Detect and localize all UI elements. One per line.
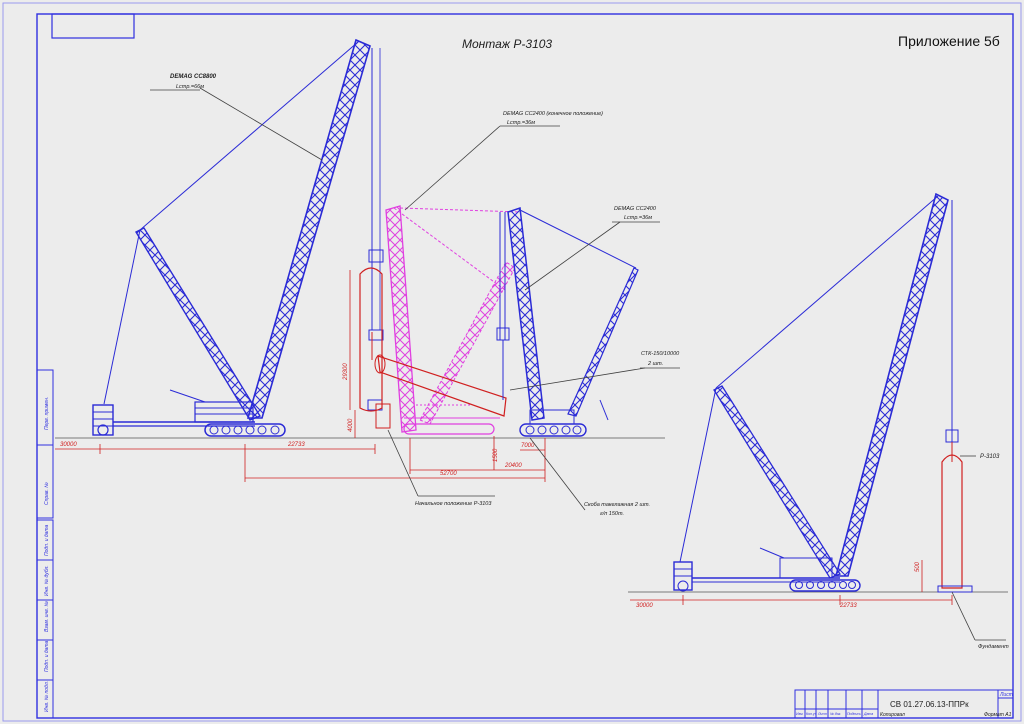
label-anchors-1: Скоба такелажная 2 шт.: [584, 502, 650, 508]
label-cc8800: DEMAG CC8800: [170, 74, 217, 80]
title-block: [794, 689, 1014, 719]
dim-52700: 52700: [440, 471, 457, 477]
label-cc2400-final-boom: Lстр.=36м: [507, 120, 535, 126]
dim-30000-right: 30000: [636, 603, 653, 609]
side-label-6: Справ. №: [44, 482, 50, 505]
dim-1500: 1500: [493, 448, 499, 462]
crane-cc2400-final: [385, 205, 521, 435]
dim-22733-right: 22733: [839, 603, 857, 609]
label-anchors-2: г/п 150т.: [600, 511, 624, 517]
label-cc8800-boom: Lстр.=66м: [176, 84, 204, 90]
label-foundation: Фундамент: [978, 644, 1009, 650]
top-left-stamp: [51, 13, 135, 39]
dim-4000: 4000: [348, 418, 354, 432]
side-label-4: Инв. № дубл.: [44, 565, 50, 596]
vessel-hoisting: [359, 267, 507, 429]
col-doc: № док.: [830, 712, 841, 716]
side-label-5: Подп. и дата: [44, 524, 50, 556]
callouts-left: [150, 87, 680, 511]
crane-cc8800: [92, 38, 384, 437]
dim-22733-left: 22733: [287, 442, 305, 448]
label-cc2400-right: DEMAG CC2400: [614, 206, 657, 212]
format-label: Формат А1: [984, 712, 1012, 718]
dim-30000-left: 30000: [60, 442, 77, 448]
side-label-7: Перв. примен.: [44, 397, 50, 430]
label-vessel: Р-3103: [980, 454, 1000, 460]
label-slings-qty: 2 шт.: [647, 361, 663, 367]
drawing-title: Монтаж Р-3103: [462, 37, 552, 51]
appendix-label: Приложение 5б: [898, 33, 1000, 49]
side-stamp: Инв. № подл. Подп. и дата Взам. инв. № И…: [36, 369, 54, 719]
side-label-1: Инв. № подл.: [44, 681, 50, 712]
vessel-installed: [921, 442, 973, 593]
callouts-right: [951, 455, 1006, 641]
crane-cc2400-right: [496, 206, 639, 437]
side-label-2: Подп. и дата: [44, 640, 50, 672]
label-initial-position: Начальное положение Р-3103: [415, 501, 492, 507]
col-kol: Кол.уч: [806, 712, 817, 716]
crane-cc8800-mounting: [673, 192, 959, 592]
inner-frame: [36, 13, 1014, 719]
dim-29300: 29300: [343, 363, 349, 381]
col-date: Дата: [863, 712, 873, 716]
doc-code: СВ 01.27.06.13-ППРк: [890, 700, 969, 709]
side-label-3: Взам. инв. №: [44, 600, 50, 632]
dim-20400: 20400: [504, 463, 522, 469]
dim-500: 500: [915, 561, 921, 572]
dim-7000: 7000: [521, 443, 535, 449]
dimensions-left: [55, 270, 546, 482]
sheet-label: Лист: [999, 692, 1013, 698]
label-slings: СТК-150/10000: [641, 351, 680, 357]
col-izm: Изм.: [796, 712, 803, 716]
col-sign: Подпись: [847, 712, 861, 716]
label-cc2400-right-boom: Lстр.=36м: [624, 215, 652, 221]
col-list: Лист: [817, 712, 827, 716]
dimensions-right: [630, 595, 953, 605]
label-cc2400-final: DEMAG CC2400 (конечное положение): [503, 111, 603, 117]
copied-label: Копировал: [880, 712, 905, 718]
